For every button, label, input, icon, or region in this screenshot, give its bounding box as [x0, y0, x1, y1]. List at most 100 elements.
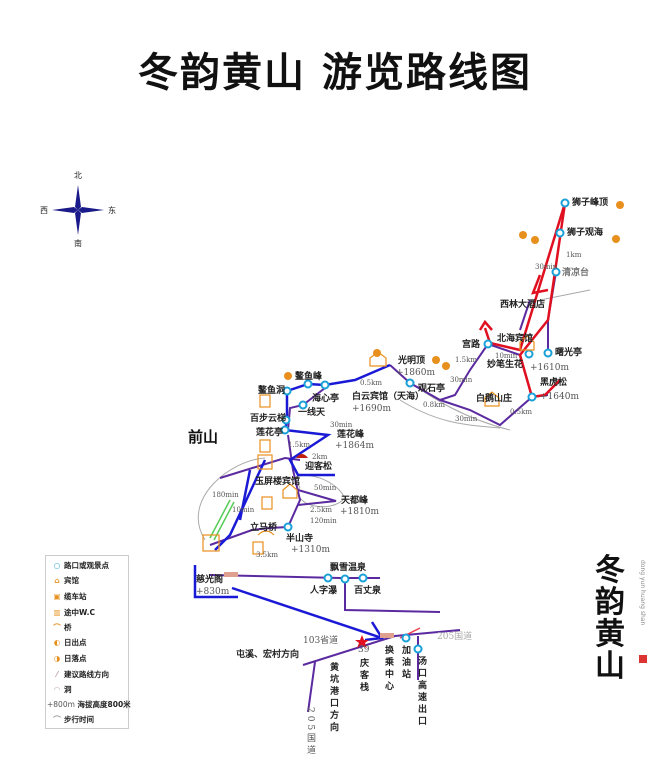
altitude-icon: +800m — [47, 700, 75, 709]
spot-label[interactable]: 慈光阁 — [196, 575, 224, 585]
viewpoint-markers — [280, 198, 570, 654]
distance-label: 0.8km — [423, 401, 446, 409]
distance-label: 1.5km — [288, 441, 311, 449]
spot-label[interactable]: 黑虎松 — [540, 378, 568, 388]
viewpoint-icon: ○ — [53, 561, 61, 570]
distance-label: 1km — [566, 251, 582, 259]
green-markers — [209, 499, 235, 541]
spot-label[interactable]: 观石亭 — [418, 384, 446, 394]
spot-label[interactable]: 庆客栈 — [358, 658, 368, 694]
spot-label[interactable]: 鳌鱼洞 — [258, 386, 286, 396]
spot-label[interactable]: 百步云梯 — [250, 414, 287, 424]
spot-label[interactable]: 半山寺 — [286, 534, 314, 544]
spot-label[interactable]: 白鹅山庄 — [476, 394, 513, 404]
walk-time-icon: ⌒ — [53, 715, 61, 724]
spot-label[interactable]: 玉屏楼宾馆 — [255, 477, 301, 487]
spot-label[interactable]: 鳌鱼峰 — [295, 372, 323, 382]
spot-label[interactable]: 海心亭 — [312, 394, 340, 404]
spot-label[interactable]: 立马桥 — [250, 523, 278, 533]
region-label: 前山 — [188, 428, 219, 446]
spot-label[interactable]: 妙笔生花 — [487, 360, 524, 370]
bus-icon — [380, 633, 394, 638]
altitude-label: +1810m — [340, 507, 379, 517]
spot-label[interactable]: 换乘中心 — [383, 645, 393, 693]
spot-label[interactable]: 迎客松 — [305, 462, 333, 472]
road-label: 205国道 — [305, 707, 315, 757]
logo-text: 冬韵黄山 — [595, 553, 625, 684]
spot-label[interactable]: 宫路 — [462, 340, 481, 350]
spot-label[interactable]: 狮子峰顶 — [572, 198, 609, 208]
bus-icon — [224, 572, 238, 577]
spot-label[interactable]: 莲花峰 — [337, 430, 365, 440]
sun-icons — [284, 201, 624, 380]
spot-label[interactable]: 莲花亭 — [256, 428, 284, 438]
legend-label: 缆车站 — [64, 592, 87, 601]
legend-label: 桥 — [64, 623, 72, 632]
distance-label: 30min — [455, 415, 478, 423]
distance-label: 0.5km — [360, 379, 383, 387]
altitude-label: +1310m — [291, 545, 330, 555]
distance-label: 120min — [310, 517, 337, 525]
seal-icon — [639, 655, 647, 663]
legend-label: 日出点 — [64, 638, 87, 647]
spot-label[interactable]: 狮子观海 — [567, 228, 604, 238]
spot-label[interactable]: 百丈泉 — [354, 586, 382, 596]
distance-label: 1.5km — [455, 356, 478, 364]
altitude-label: +830m — [196, 587, 230, 597]
road-label: 103省道 — [303, 636, 339, 646]
pine-icon — [296, 454, 308, 458]
legend-label: 步行时间 — [64, 715, 94, 724]
spot-label[interactable]: 汤口高速出口 — [416, 656, 426, 728]
calligraphy-logo: 冬韵黄山 dong yun huang shan — [595, 555, 655, 685]
spot-label[interactable]: 加油站 — [400, 645, 410, 681]
red-routes — [478, 202, 567, 399]
legend-label: 日落点 — [64, 654, 87, 663]
spot-label[interactable]: 西林大酒店 — [500, 300, 546, 310]
distance-label: 30min — [450, 376, 473, 384]
sunrise-icon: ◐ — [53, 638, 61, 647]
direction-label: 屯溪、宏村方向 — [236, 650, 300, 660]
compass-icon — [52, 185, 104, 235]
distance-label: 180min — [212, 491, 239, 499]
distance-label: 2.5km — [310, 506, 333, 514]
distance-label: 30min — [330, 421, 353, 429]
legend-label: 途中W.C — [64, 608, 96, 617]
distance-label: 0.5km — [510, 408, 533, 416]
legend-label: 海拔高度800米 — [77, 700, 131, 709]
inn-number: 39 — [358, 645, 370, 655]
spot-label[interactable]: 人字瀑 — [310, 586, 338, 596]
cable-car-icon: ▣ — [53, 592, 61, 601]
route-icon: ⁄ — [56, 670, 58, 679]
spot-label[interactable]: 白云宾馆（天海） — [352, 392, 425, 402]
distance-label: 10min — [495, 352, 518, 360]
compass-north: 北 — [74, 171, 82, 180]
altitude-label: +1640m — [540, 392, 579, 402]
distance-label: 50min — [314, 484, 337, 492]
spot-label[interactable]: 北海宾馆 — [497, 334, 534, 344]
road-label: 205国道 — [437, 632, 473, 642]
distance-label: 30min — [535, 263, 558, 271]
hotel-icon: ⌂ — [54, 576, 60, 585]
sunset-icon: ◑ — [53, 654, 61, 663]
altitude-label: +1690m — [352, 404, 391, 414]
bridge-icon: ⌒ — [53, 623, 61, 632]
altitude-label: +1864m — [335, 441, 374, 451]
spot-label[interactable]: 天都峰 — [341, 496, 369, 506]
legend-label: 路口或观景点 — [64, 561, 109, 570]
distance-label: 2km — [312, 453, 328, 461]
spot-label[interactable]: 清凉台 — [562, 268, 590, 278]
logo-pinyin: dong yun huang shan — [639, 560, 646, 626]
star-icon — [355, 635, 369, 648]
distance-label: 3.5km — [256, 551, 279, 559]
compass-west: 西 — [40, 206, 48, 215]
spot-label[interactable]: 一线天 — [298, 408, 326, 418]
map-legend: ○路口或观景点 ⌂宾馆 ▣缆车站 ▥途中W.C ⌒桥 ◐日出点 ◑日落点 ⁄建议… — [45, 555, 131, 729]
spot-label[interactable]: 光明顶 — [398, 356, 426, 366]
legend-label: 宾馆 — [64, 576, 79, 585]
spot-label[interactable]: 曙光亭 — [555, 348, 583, 358]
facility-icons — [202, 335, 535, 555]
spot-label[interactable]: 飘雪温泉 — [330, 563, 367, 573]
altitude-label: +1610m — [530, 363, 569, 373]
compass-east: 东 — [108, 206, 116, 215]
